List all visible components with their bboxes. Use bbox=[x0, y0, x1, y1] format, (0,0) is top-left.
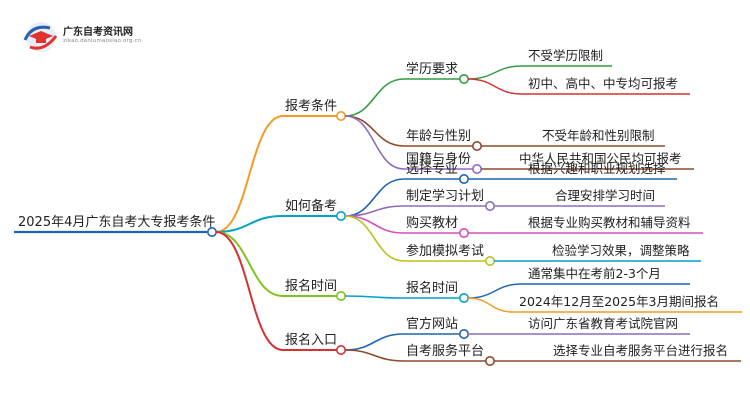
leaf-label-0-0-0: 不受学历限制 bbox=[528, 48, 603, 63]
sub-connector-2-0 bbox=[344, 295, 405, 299]
branch-label-1: 如何备考 bbox=[285, 198, 337, 214]
sub-label-3-1: 自考服务平台 bbox=[406, 343, 484, 359]
sub-label-0-0: 学历要求 bbox=[406, 61, 458, 77]
sub-label-1-1: 制定学习计划 bbox=[406, 188, 484, 204]
leaf-label-0-0-1: 初中、高中、中专均可报考 bbox=[528, 76, 678, 91]
sub-connector-3-0 bbox=[344, 333, 405, 351]
leaf-label-1-3-0: 检验学习效果，调整策略 bbox=[552, 243, 690, 258]
branch-connector-2 bbox=[215, 231, 284, 297]
sub-toggle-1-0[interactable] bbox=[458, 174, 469, 185]
branch-label-3: 报名入口 bbox=[285, 332, 337, 348]
sub-toggle-3-0[interactable] bbox=[458, 328, 469, 339]
sub-label-3-0: 官方网站 bbox=[406, 316, 458, 332]
leaf-label-0-1-0: 不受年龄和性别限制 bbox=[542, 128, 655, 143]
sub-toggle-0-2[interactable] bbox=[471, 164, 482, 175]
sub-toggle-1-3[interactable] bbox=[484, 255, 495, 266]
leaf-connector-2-0-0 bbox=[467, 283, 523, 299]
sub-connector-1-2 bbox=[344, 215, 405, 234]
sub-connector-3-1 bbox=[344, 349, 405, 362]
sub-connector-0-2 bbox=[344, 115, 405, 170]
leaf-connector-2-0-1 bbox=[467, 297, 514, 313]
branch-connector-1 bbox=[215, 215, 284, 233]
root-node-label: 2025年4月广东自考大专报考条件 bbox=[18, 214, 215, 230]
sub-label-1-3: 参加模拟考试 bbox=[406, 243, 484, 259]
leaf-label-3-1-0: 选择专业自考服务平台进行报名 bbox=[553, 343, 728, 358]
graduation-cap-icon bbox=[23, 22, 58, 52]
sub-label-0-2: 国籍与身份 bbox=[406, 151, 471, 167]
sub-toggle-0-0[interactable] bbox=[458, 74, 469, 85]
leaf-label-2-0-1: 2024年12月至2025年3月期间报名 bbox=[519, 294, 719, 309]
leaf-label-1-0-0: 根据兴趣和职业规划选择 bbox=[528, 161, 666, 176]
leaf-label-1-1-0: 合理安排学习时间 bbox=[555, 188, 655, 203]
leaf-label-3-0-0: 访问广东省教育考试院官网 bbox=[528, 316, 678, 331]
branch-toggle-0[interactable] bbox=[335, 111, 346, 122]
leaf-label-0-2-0: 中华人民共和国公民均可报考 bbox=[519, 151, 682, 166]
branch-label-0: 报考条件 bbox=[285, 98, 337, 114]
root-toggle[interactable] bbox=[207, 227, 218, 238]
branch-label-2: 报名时间 bbox=[285, 278, 337, 294]
sub-label-0-1: 年龄与性别 bbox=[406, 129, 471, 144]
site-logo: 广东自考资讯网 zikao.danlumaosiao.org.cn bbox=[22, 20, 142, 54]
branch-toggle-3[interactable] bbox=[335, 344, 346, 355]
branch-connector-3 bbox=[215, 231, 284, 351]
sub-connector-0-0 bbox=[344, 78, 405, 117]
sub-label-1-0: 选择专业 bbox=[406, 162, 458, 177]
site-url: zikao.danlumaosiao.org.cn bbox=[63, 38, 142, 44]
leaf-label-1-2-0: 根据专业购买教材和辅导资料 bbox=[528, 215, 691, 230]
sub-toggle-0-1[interactable] bbox=[471, 141, 482, 152]
sub-toggle-2-0[interactable] bbox=[458, 292, 469, 303]
sub-toggle-1-2[interactable] bbox=[458, 228, 469, 239]
sub-toggle-1-1[interactable] bbox=[484, 201, 495, 212]
leaf-connector-0-0-1 bbox=[467, 78, 523, 95]
sub-label-2-0: 报名时间 bbox=[406, 280, 458, 296]
site-name: 广东自考资讯网 bbox=[63, 27, 133, 38]
leaf-connector-0-0-0 bbox=[467, 65, 523, 80]
sub-connector-1-3 bbox=[344, 215, 405, 262]
branch-toggle-1[interactable] bbox=[335, 211, 346, 222]
branch-connector-0 bbox=[215, 115, 284, 233]
leaf-label-2-0-0: 通常集中在考前2-3个月 bbox=[528, 266, 661, 281]
sub-toggle-3-1[interactable] bbox=[484, 355, 495, 366]
sub-label-1-2: 购买教材 bbox=[406, 215, 458, 231]
branch-toggle-2[interactable] bbox=[335, 290, 346, 301]
